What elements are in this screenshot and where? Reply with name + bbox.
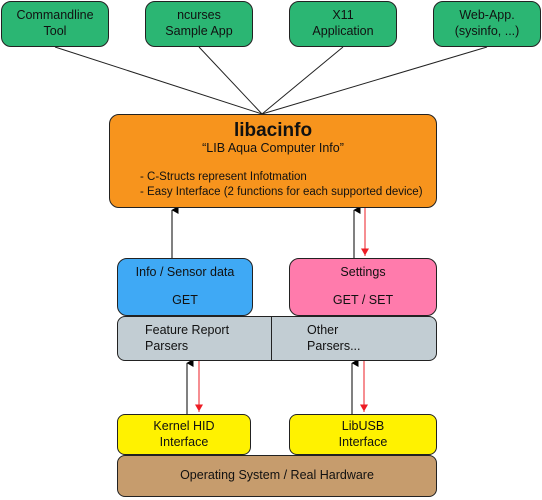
- interface-label: Interface: [338, 434, 388, 449]
- client-x11-application: X11 Application: [289, 1, 397, 47]
- library-subtitle: “LIB Aqua Computer Info”: [202, 141, 344, 155]
- client-label: Tool: [43, 24, 67, 38]
- client-label: Application: [312, 24, 374, 38]
- info-label: Info / Sensor data: [135, 265, 235, 279]
- other-parsers: Other Parsers...: [307, 323, 361, 354]
- settings-mode: GET / SET: [332, 293, 394, 307]
- client-label: Sample App: [165, 24, 233, 38]
- parser-label: Parsers: [145, 338, 189, 353]
- parsers-box: Feature Report Parsers Other Parsers...: [117, 316, 437, 361]
- settings-label: Settings: [340, 265, 386, 279]
- client-label: ncurses: [177, 8, 221, 23]
- info-sensor-data-box: Info / Sensor data GET: [117, 258, 253, 316]
- client-label: (sysinfo, ...): [454, 24, 520, 38]
- interface-label: Kernel HID: [153, 418, 215, 433]
- libacinfo-box: libacinfo “LIB Aqua Computer Info” - C-S…: [109, 114, 437, 208]
- info-mode: GET: [172, 293, 198, 307]
- client-web-app: Web-App. (sysinfo, ...): [433, 1, 541, 47]
- kernel-hid-interface-box: Kernel HID Interface: [117, 414, 251, 455]
- parsers-divider: [271, 317, 272, 360]
- client-ncurses-sample-app: ncurses Sample App: [145, 1, 253, 47]
- interface-label: Interface: [159, 434, 209, 449]
- client-label: X11: [332, 8, 354, 23]
- interface-label: LibUSB: [341, 418, 385, 433]
- client-label: Web-App.: [459, 8, 515, 23]
- operating-system-box: Operating System / Real Hardware: [117, 455, 437, 497]
- library-feature: - Easy Interface (2 functions for each s…: [140, 186, 423, 198]
- client-connector: [54, 46, 263, 115]
- client-connector: [261, 46, 344, 115]
- client-connector: [261, 46, 488, 115]
- library-title: libacinfo: [233, 120, 313, 141]
- os-label: Operating System / Real Hardware: [180, 468, 374, 483]
- client-commandline-tool: Commandline Tool: [1, 1, 109, 47]
- library-feature: - C-Structs represent Infotmation: [140, 171, 307, 183]
- client-connector: [198, 46, 263, 115]
- parser-label: Feature Report: [145, 323, 230, 337]
- libusb-interface-box: LibUSB Interface: [289, 414, 437, 455]
- parser-label: Other: [307, 323, 339, 337]
- settings-box: Settings GET / SET: [289, 258, 437, 316]
- client-label: Commandline: [16, 8, 94, 23]
- parser-label: Parsers...: [307, 338, 361, 353]
- feature-report-parsers: Feature Report Parsers: [145, 323, 229, 354]
